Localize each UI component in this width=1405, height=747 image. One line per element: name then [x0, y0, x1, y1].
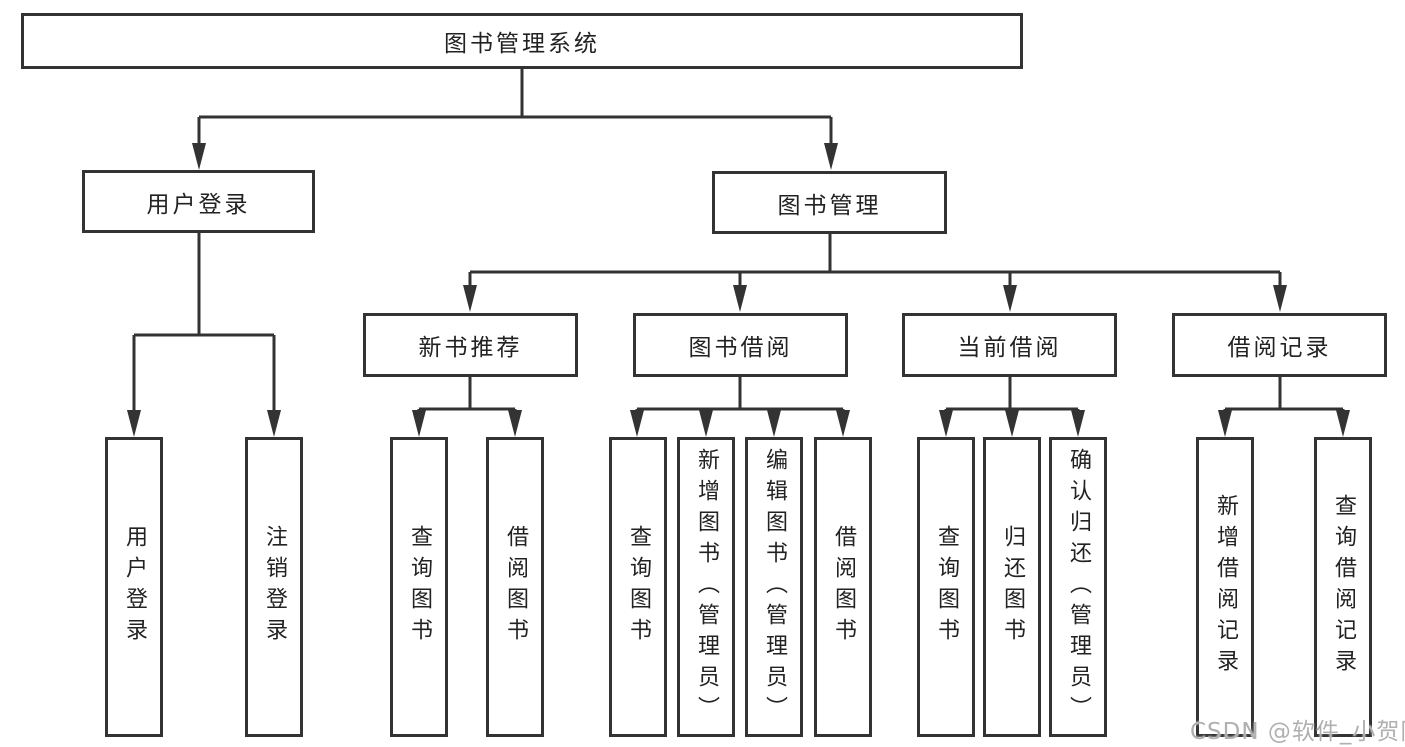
node-label: 查询图书 — [407, 525, 432, 649]
csdn-watermark: CSDN @软件_小贺同学 — [1190, 719, 1405, 745]
node-label: 借阅图书 — [831, 525, 856, 649]
leaf-user-login: 用户登录 — [105, 437, 163, 737]
node-label: 编辑图书（管理员） — [762, 447, 787, 727]
node-borrowing-records: 借阅记录 — [1172, 313, 1387, 377]
node-label: 注销登录 — [262, 525, 287, 649]
leaf-add-borrow-record: 新增借阅记录 — [1196, 437, 1254, 737]
leaf-borrow-books-recommend: 借阅图书 — [486, 437, 544, 737]
node-new-book-recommendation: 新书推荐 — [363, 313, 578, 377]
leaf-logout: 注销登录 — [245, 437, 303, 737]
node-label: 用户登录 — [122, 525, 147, 649]
arrowhead-group — [127, 143, 1350, 437]
leaf-confirm-return-admin: 确认归还（管理员） — [1049, 437, 1107, 737]
leaf-query-borrow-record: 查询借阅记录 — [1314, 437, 1372, 737]
leaf-query-books-recommend: 查询图书 — [390, 437, 448, 737]
node-book-management: 图书管理 — [712, 171, 947, 234]
leaf-borrow-books: 借阅图书 — [814, 437, 872, 737]
node-label: 查询图书 — [934, 525, 959, 649]
leaf-add-books-admin: 新增图书（管理员） — [677, 437, 735, 737]
node-label: 查询借阅记录 — [1331, 494, 1356, 680]
node-current-borrowing: 当前借阅 — [902, 313, 1117, 377]
node-label: 新书推荐 — [418, 335, 523, 361]
node-label: 图书借阅 — [688, 335, 793, 361]
node-label: 查询图书 — [626, 525, 651, 649]
node-label: 图书管理系统 — [444, 31, 600, 57]
leaf-query-books-borrow: 查询图书 — [609, 437, 667, 737]
node-label: 确认归还（管理员） — [1066, 447, 1091, 727]
node-root-library-system: 图书管理系统 — [21, 13, 1023, 69]
node-label: 新增借阅记录 — [1213, 494, 1238, 680]
node-label: 新增图书（管理员） — [694, 447, 719, 727]
node-user-login: 用户登录 — [82, 170, 315, 233]
node-label: 当前借阅 — [957, 335, 1062, 361]
node-label: 图书管理 — [777, 192, 882, 219]
node-label: 借阅记录 — [1227, 335, 1332, 361]
node-label: 归还图书 — [1000, 525, 1025, 649]
leaf-return-books: 归还图书 — [983, 437, 1041, 737]
node-label: 借阅图书 — [503, 525, 528, 649]
leaf-edit-books-admin: 编辑图书（管理员） — [745, 437, 803, 737]
node-label: 用户登录 — [146, 191, 251, 218]
node-book-borrowing: 图书借阅 — [633, 313, 848, 377]
leaf-query-books-current: 查询图书 — [917, 437, 975, 737]
